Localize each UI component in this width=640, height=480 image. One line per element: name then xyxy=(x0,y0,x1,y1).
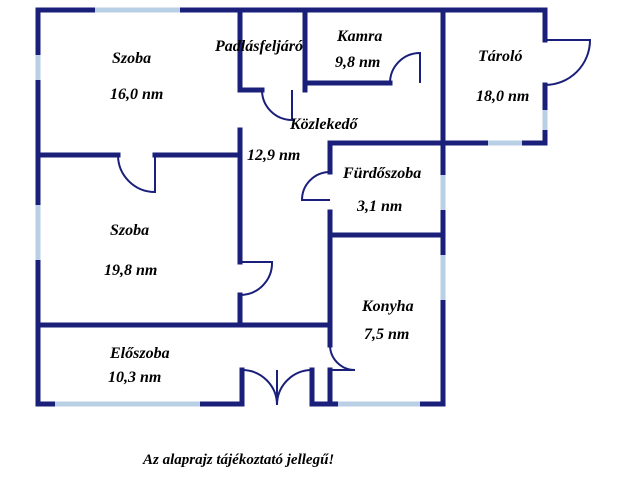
interior-walls xyxy=(35,7,446,407)
disclaimer-note: Az alaprajz tájékoztató jellegű! xyxy=(143,452,335,468)
room-furdoszoba-name: Fürdőszoba xyxy=(343,165,422,182)
room-furdoszoba-area: 3,1 nm xyxy=(357,198,403,215)
room-konyha-name: Konyha xyxy=(362,298,414,315)
windows xyxy=(35,7,548,407)
room-kamra-name: Kamra xyxy=(337,28,383,45)
room-tarolo-area: 18,0 nm xyxy=(476,88,530,105)
room-eloszoba-area: 10,3 nm xyxy=(108,369,162,386)
room-eloszoba-name: Előszoba xyxy=(110,345,170,362)
room-szoba-1-area: 16,0 nm xyxy=(110,86,164,103)
room-konyha-area: 7,5 nm xyxy=(364,326,410,343)
room-kamra-area: 9,8 nm xyxy=(335,54,381,71)
room-tarolo-name: Tároló xyxy=(478,48,523,65)
room-szoba-2-area: 19,8 nm xyxy=(104,262,158,279)
room-padlasfeljaro-name: Padlásfeljáró xyxy=(215,38,303,55)
room-kozlekedo-area: 12,9 nm xyxy=(247,147,301,164)
doors xyxy=(117,39,592,406)
room-szoba-1-name: Szoba xyxy=(112,50,152,67)
room-szoba-2-name: Szoba xyxy=(110,222,150,239)
room-kozlekedo-name: Közlekedő xyxy=(290,116,358,133)
